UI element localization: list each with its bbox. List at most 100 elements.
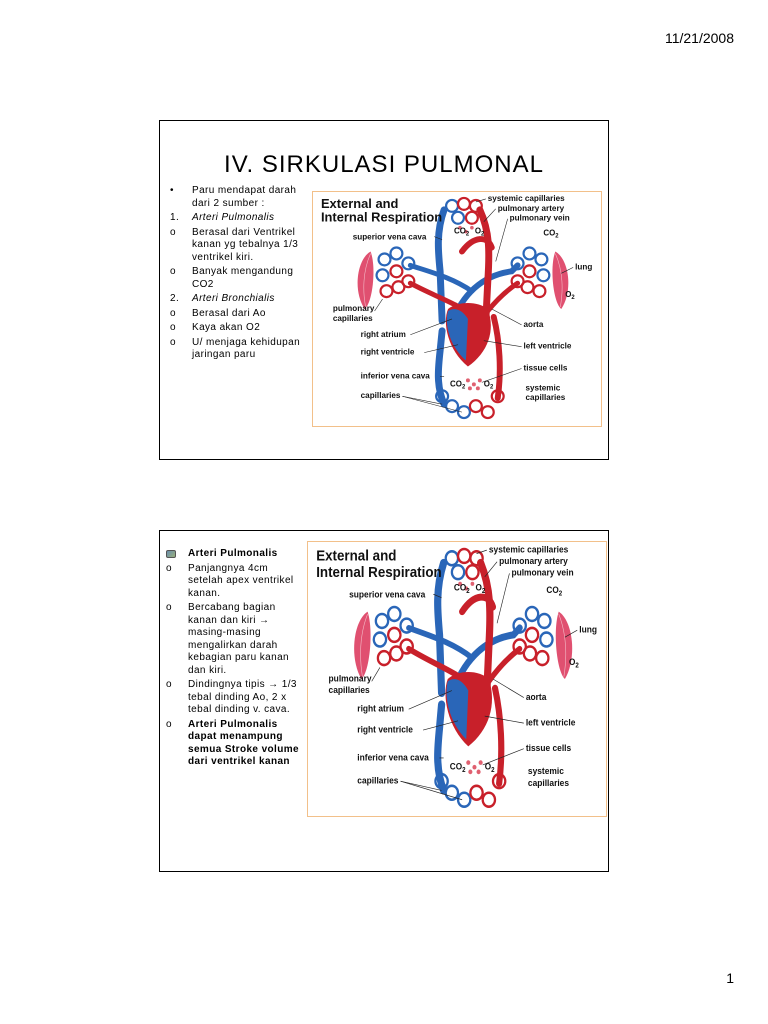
respiration-diagram: External and Internal Respiration system… (307, 541, 607, 817)
bullet-marker: o (170, 226, 176, 238)
label-o2-bottom: O2 (484, 379, 494, 390)
label-co2-bottom: CO2 (450, 379, 466, 390)
bullet-marker: o (170, 266, 176, 277)
bullet-item: 1.Arteri Pulmonalis (170, 212, 312, 225)
svg-text:CO2: CO2 (454, 227, 470, 238)
bullet-text: U/ menjaga kehidupan jaringan paru (192, 336, 301, 361)
bullet-marker: o (170, 307, 176, 319)
label-systemic-capillaries-1: systemic (528, 766, 564, 777)
label-o2-right: O2 (565, 290, 575, 301)
label-aorta: aorta (524, 320, 544, 329)
bullet-text: Arteri Pulmonalis dapat menampung semua … (188, 718, 299, 768)
lung-right (552, 251, 569, 309)
bullet-item: o Banyak mengandung CO2 (170, 266, 312, 291)
pulmonary-capillaries-left (372, 605, 414, 667)
bullet-item: o Panjangnya 4cm setelah apex ventrikel k… (166, 563, 306, 601)
tissue-cells (466, 760, 483, 775)
label-systemic-capillaries-2: capillaries (526, 393, 566, 402)
bullet-item: o U/ menjaga kehidupan jaringan paru (170, 337, 312, 362)
slide-1: IV. SIRKULASI PULMONAL •Paru mendapat da… (159, 120, 609, 460)
slide-2: Arteri Pulmonalis o Panjangnya 4cm setelah… (159, 530, 609, 872)
bullet-list: Arteri Pulmonalis o Panjangnya 4cm setelah… (166, 548, 306, 771)
svg-text:CO2: CO2 (543, 229, 559, 240)
pulmonary-capillaries-left (375, 246, 416, 299)
label-o2-bottom: O2 (485, 761, 495, 774)
bullet-marker: o (166, 679, 172, 690)
bullet-text: Berasal dari Ventrikel kanan yg tebalnya… (192, 226, 299, 263)
svg-text:O2: O2 (484, 379, 494, 390)
bullet-marker: o (166, 602, 172, 613)
bullet-marker: • (170, 185, 174, 196)
label-co2-right: CO2 (543, 229, 559, 240)
lung-right (555, 611, 573, 679)
pulmonary-capillaries-right (512, 605, 554, 667)
lung-left (354, 611, 371, 679)
label-lung: lung (575, 262, 592, 271)
label-right-ventricle: right ventricle (361, 348, 415, 357)
svg-text:O2: O2 (475, 582, 485, 595)
label-systemic-capillaries-1: systemic (526, 383, 561, 392)
bullet-marker: o (166, 562, 172, 574)
svg-text:CO2: CO2 (454, 582, 470, 595)
bullet-text: Arteri Pulmonalis (188, 548, 278, 559)
label-o2-right: O2 (569, 657, 579, 670)
slide-icon (166, 548, 176, 563)
label-inferior-vena-cava: inferior vena cava (361, 371, 431, 380)
label-pulmonary-capillaries-1: pulmonary (333, 304, 375, 313)
bullet-marker: o (170, 336, 176, 348)
label-superior-vena-cava: superior vena cava (349, 589, 426, 600)
bullet-text: Berasal dari Ao (192, 307, 266, 319)
heart (445, 303, 491, 367)
bullet-item: •Paru mendapat darah dari 2 sumber : (170, 185, 312, 210)
svg-text:O2: O2 (565, 290, 575, 301)
bullet-item: o Bercabang bagian kanan dan kiri → masin… (166, 602, 306, 677)
label-pulmonary-vein: pulmonary vein (510, 214, 570, 223)
label-left-ventricle: left ventricle (524, 342, 572, 351)
label-pulmonary-artery: pulmonary artery (498, 204, 565, 213)
label-o2-top: O2 (475, 582, 485, 595)
label-aorta: aorta (526, 691, 548, 702)
bullet-text: Banyak mengandung CO2 (192, 266, 294, 290)
label-systemic-capillaries-2: capillaries (528, 777, 569, 788)
tissue-cells (465, 378, 482, 391)
label-capillaries: capillaries (361, 391, 401, 400)
label-capillaries: capillaries (357, 775, 398, 786)
svg-text:O2: O2 (485, 761, 495, 774)
respiration-diagram: External and Internal Respiration system… (312, 191, 602, 427)
label-systemic-capillaries-top: systemic capillaries (488, 194, 565, 203)
label-left-ventricle: left ventricle (526, 717, 576, 728)
leader-lines (374, 198, 574, 413)
page-date: 11/21/2008 (664, 30, 734, 46)
label-tissue-cells: tissue cells (524, 363, 568, 372)
label-right-ventricle: right ventricle (357, 724, 413, 735)
tissue-cells-top (458, 581, 475, 591)
label-co2-bottom: CO2 (450, 761, 466, 774)
label-right-atrium: right atrium (357, 703, 404, 714)
figure-title-line-2: Internal Respiration (321, 210, 442, 225)
label-co2-top: CO2 (454, 227, 470, 238)
label-systemic-capillaries-top: systemic capillaries (489, 544, 568, 555)
bullet-item: o Arteri Pulmonalis dapat menampung semua… (166, 719, 306, 769)
bullet-text: Panjangnya 4cm setelah apex ventrikel ka… (188, 562, 294, 599)
figure-title-line-2: Internal Respiration (316, 564, 441, 581)
heart (445, 672, 493, 747)
figure-title-line-1: External and (316, 548, 396, 565)
bullet-text: Dindingnya tipis → 1/3 tebal dinding Ao,… (188, 679, 297, 715)
label-co2-top: CO2 (454, 582, 470, 595)
bullet-marker: o (166, 718, 172, 730)
bullet-text: Arteri Bronchialis (192, 293, 275, 304)
bullet-item: o Berasal dari Ao (170, 308, 312, 321)
svg-text:CO2: CO2 (450, 379, 466, 390)
label-inferior-vena-cava: inferior vena cava (357, 752, 429, 763)
bullet-list: •Paru mendapat darah dari 2 sumber : 1.Ar… (170, 185, 312, 364)
systemic-capillaries-top (444, 547, 484, 581)
tissue-cells-top (458, 225, 474, 234)
bullet-item: o Berasal dari Ventrikel kanan yg tebalny… (170, 227, 312, 265)
slide-title: IV. SIRKULASI PULMONAL (224, 151, 544, 178)
bullet-text: Bercabang bagian kanan dan kiri → masing… (188, 602, 290, 676)
label-pulmonary-vein: pulmonary vein (511, 567, 573, 578)
label-tissue-cells: tissue cells (526, 743, 571, 754)
systemic-capillaries-top (444, 196, 483, 225)
label-co2-right: CO2 (546, 585, 562, 598)
